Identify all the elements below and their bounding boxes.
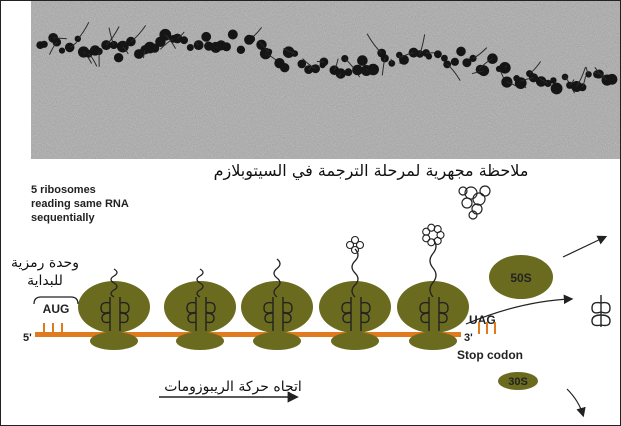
ribosome <box>78 269 150 350</box>
ribosome-small-subunit <box>409 332 457 350</box>
small-subunit-label: 30S <box>508 376 528 388</box>
micrograph-ribosome-dot <box>114 53 123 62</box>
five-prime-label: 5' <box>23 332 32 344</box>
ribosome-large-subunit <box>78 281 150 333</box>
micrograph-ribosome-dot <box>180 36 188 44</box>
micrograph-peptide-chain <box>391 59 392 64</box>
micrograph-ribosome-dot <box>280 63 289 72</box>
electron-micrograph <box>31 1 620 159</box>
ribosome-large-subunit <box>319 281 391 333</box>
micrograph-ribosome-dot <box>248 35 255 42</box>
ribosome-note-line-1: 5 ribosomes <box>31 184 96 196</box>
ribosome-note-line-3: sequentially <box>31 212 95 224</box>
micrograph-ribosome-dot <box>607 74 618 85</box>
micrograph-ribosome-dot <box>237 46 245 54</box>
three-prime-label: 3' <box>464 332 473 344</box>
released-polypeptide-icon <box>459 186 490 219</box>
micrograph-ribosome-dot <box>451 58 459 66</box>
micrograph-ribosome-dot <box>222 42 231 51</box>
micrograph-ribosome-dot <box>426 53 432 59</box>
micrograph-ribosome-dot <box>550 77 556 83</box>
stop-codon-label: Stop codon <box>457 348 523 362</box>
stop-codon: UAG <box>469 313 496 327</box>
ribosome <box>397 224 469 350</box>
polypeptide-fold <box>352 237 359 244</box>
ribosome-small-subunit <box>176 332 224 350</box>
micrograph-ribosome-dot <box>41 41 48 48</box>
micrograph-ribosome-dot <box>345 68 353 76</box>
released-trna-icon <box>592 295 610 327</box>
large-subunit-release-arrow <box>563 237 605 257</box>
ribosome-large-subunit <box>164 281 236 333</box>
ribosome-small-subunit <box>253 332 301 350</box>
large-subunit-label: 50S <box>510 271 531 285</box>
micrograph-ribosome-dot <box>228 30 238 40</box>
ribosome-small-subunit <box>90 332 138 350</box>
micrograph-ribosome-dot <box>201 32 211 42</box>
start-unit-label-line-2: للبداية <box>27 273 63 289</box>
micrograph-caption: ملاحظة مجهرية لمرحلة الترجمة في السيتوبل… <box>161 161 581 180</box>
micrograph-ribosome-dot <box>551 83 563 95</box>
ribosome <box>164 269 236 350</box>
polysome-diagram: 5 ribosomes reading same RNA sequentiall… <box>1 179 620 425</box>
polypeptide-fold <box>428 224 435 231</box>
micrograph-ribosome-dot <box>357 55 368 66</box>
start-unit-label-line-1: وحدة رمزية <box>11 255 79 271</box>
micrograph-ribosome-dot <box>59 48 65 54</box>
ribosome-small-subunit <box>331 332 379 350</box>
micrograph-ribosome-dot <box>65 43 75 53</box>
polypeptide-fold <box>434 237 441 244</box>
micrograph-peptide-chain <box>317 61 324 62</box>
polypeptide-fold <box>434 226 441 233</box>
direction-label: اتجاه حركة الريبوزومات <box>164 379 302 395</box>
polypeptide-fold <box>423 235 430 242</box>
micrograph-ribosome-dot <box>367 64 379 76</box>
small-subunit-release-arrow <box>567 389 583 415</box>
ribosome-large-subunit <box>397 281 469 333</box>
micrograph-ribosome-dot <box>434 50 442 58</box>
ribosome-note: 5 ribosomes reading same RNA sequentiall… <box>31 184 131 224</box>
micrograph-ribosome-dot <box>399 55 409 65</box>
start-codon: AUG <box>43 302 70 316</box>
micrograph-ribosome-dot <box>456 47 466 57</box>
micrograph-ribosome-dot <box>187 44 194 51</box>
micrograph-ribosome-dot <box>515 77 527 89</box>
ribosome-large-subunit <box>241 281 313 333</box>
ribosome-note-line-2: reading same RNA <box>31 198 129 210</box>
